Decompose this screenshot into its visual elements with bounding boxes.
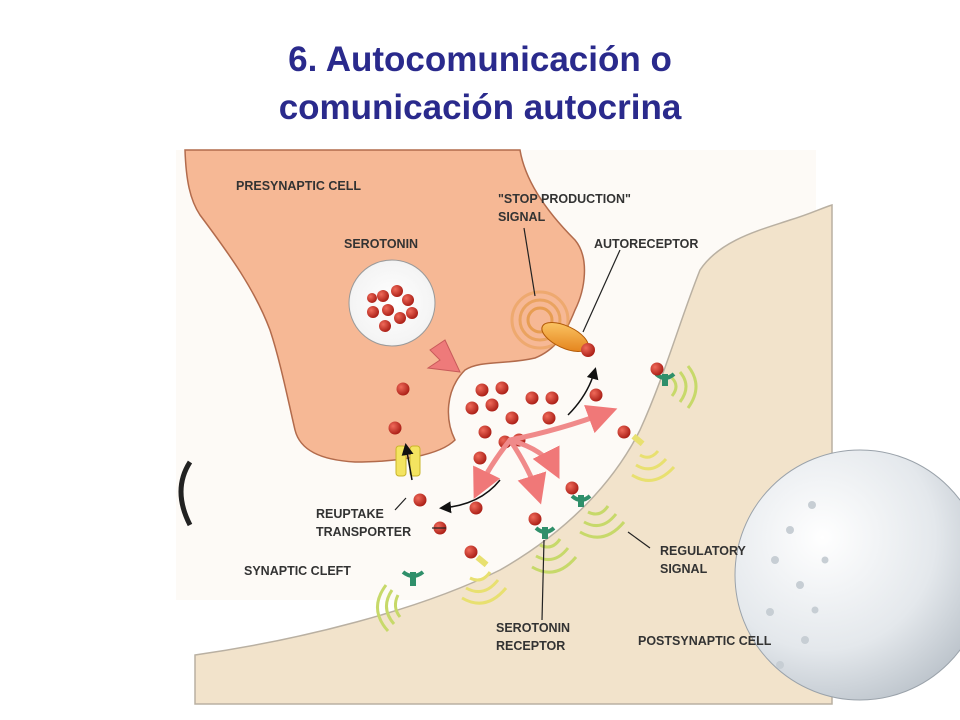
- autoreceptor-bound-serotonin: [581, 343, 595, 357]
- receptor-1: [650, 362, 698, 409]
- label-regulatory-2: SIGNAL: [660, 562, 708, 576]
- receptor-6: [376, 570, 425, 633]
- label-presynaptic-cell: PRESYNAPTIC CELL: [236, 179, 361, 193]
- receptor-3: [565, 481, 626, 539]
- label-regulatory-1: REGULATORY: [660, 544, 747, 558]
- label-reuptake-1: REUPTAKE: [316, 507, 384, 521]
- serotonin-receptors: [376, 362, 698, 633]
- label-stop-production-2: SIGNAL: [498, 210, 546, 224]
- receptor-4: [528, 512, 578, 574]
- label-serotonin-receptor-1: SEROTONIN: [496, 621, 570, 635]
- label-synaptic-cleft: SYNAPTIC CLEFT: [244, 564, 351, 578]
- slide-title: 6. Autocomunicación o comunicación autoc…: [0, 36, 960, 132]
- title-line-1: 6. Autocomunicación o: [288, 40, 672, 79]
- reuptake-return-arrow: [439, 479, 501, 514]
- label-serotonin-receptor-2: RECEPTOR: [496, 639, 565, 653]
- postsynaptic-cell: [194, 203, 833, 705]
- nucleus-pores: [766, 501, 829, 669]
- postsynaptic-nucleus: [734, 449, 960, 701]
- label-serotonin: SEROTONIN: [344, 237, 418, 251]
- label-reuptake-2: TRANSPORTER: [316, 525, 411, 539]
- receptor-2: [617, 425, 676, 482]
- release-arrow: [426, 339, 461, 373]
- label-stop-production-1: "STOP PRODUCTION": [498, 192, 631, 206]
- label-autoreceptor: AUTORECEPTOR: [594, 237, 698, 251]
- autoreceptor-arrow: [567, 367, 599, 416]
- serotonin-vesicle: [348, 259, 436, 347]
- stop-production-signal: [510, 290, 570, 350]
- vesicle-serotonin-dots: [367, 285, 418, 332]
- label-postsynaptic-cell: POSTSYNAPTIC CELL: [638, 634, 772, 648]
- receptor-5: [461, 554, 508, 605]
- left-cell-edge: [178, 460, 193, 527]
- diffusion-arrows: [473, 404, 618, 505]
- leader-lines: [394, 227, 651, 621]
- reuptake-arrow: [401, 443, 414, 481]
- title-line-2: comunicación autocrina: [278, 88, 682, 127]
